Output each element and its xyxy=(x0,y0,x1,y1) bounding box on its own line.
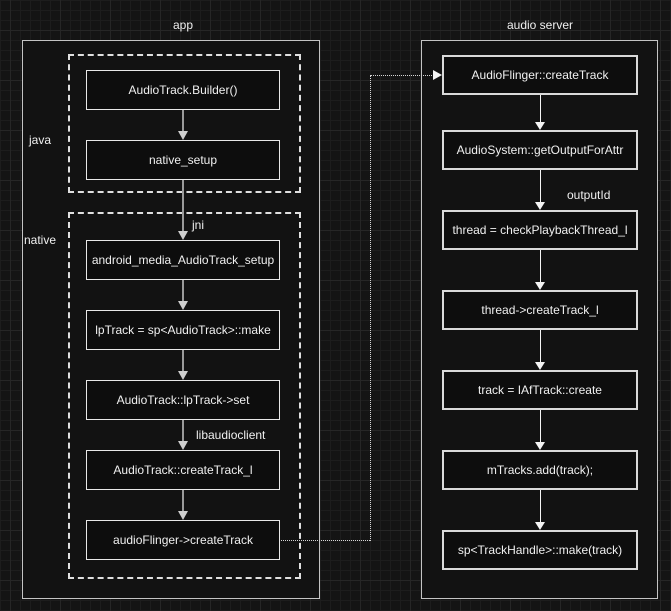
cross-process-connector-segment xyxy=(370,75,434,76)
node-label: AudioTrack::createTrack_l xyxy=(113,463,253,477)
node-label: sp<TrackHandle>::make(track) xyxy=(457,543,623,557)
flow-arrow-shaft xyxy=(182,180,184,231)
node-label: lpTrack = sp<AudioTrack>::make xyxy=(95,323,271,337)
flow-arrow-shaft xyxy=(540,250,541,282)
node-mtracks-add[interactable]: mTracks.add(track); xyxy=(442,450,638,490)
node-lptrack-make[interactable]: lpTrack = sp<AudioTrack>::make xyxy=(86,310,280,350)
node-trackhandle-make[interactable]: sp<TrackHandle>::make(track) xyxy=(442,530,638,570)
app-container-title: app xyxy=(172,18,194,32)
node-android-media-audiotrack-setup[interactable]: android_media_AudioTrack_setup xyxy=(86,240,280,280)
flow-arrow-shaft xyxy=(540,330,541,362)
native-layer-label: native xyxy=(23,233,57,247)
flow-arrow-head-icon xyxy=(535,122,545,130)
node-label: mTracks.add(track); xyxy=(486,463,594,477)
node-label: AudioSystem::getOutputForAttr xyxy=(456,143,624,157)
node-label: thread->createTrack_l xyxy=(481,303,599,317)
flow-arrow-head-icon xyxy=(178,371,188,380)
java-layer-group[interactable] xyxy=(68,54,301,193)
flow-arrow-shaft xyxy=(182,280,184,301)
node-audiotrack-builder[interactable]: AudioTrack.Builder() xyxy=(86,70,280,110)
flow-arrow-head-icon xyxy=(178,511,188,520)
flow-arrow-shaft xyxy=(540,170,541,202)
node-label: android_media_AudioTrack_setup xyxy=(91,253,275,267)
audio-server-container-title: audio server xyxy=(506,18,574,32)
flow-arrow-shaft xyxy=(182,420,184,441)
node-label: AudioTrack.Builder() xyxy=(128,83,238,97)
node-label: track = IAfTrack::create xyxy=(478,383,602,397)
edge-label-jni: jni xyxy=(192,218,205,232)
node-native-setup[interactable]: native_setup xyxy=(86,140,280,180)
node-label: audioFlinger->createTrack xyxy=(113,533,253,547)
flow-arrow-head-icon xyxy=(178,301,188,310)
node-label: native_setup xyxy=(148,153,218,167)
node-audioflinger-createtrack[interactable]: AudioFlinger::createTrack xyxy=(442,55,638,95)
native-layer-group[interactable] xyxy=(68,212,301,579)
flow-arrow-shaft xyxy=(182,490,184,511)
flow-arrow-head-icon xyxy=(535,442,545,450)
node-label: thread = checkPlaybackThread_l xyxy=(452,223,628,237)
flow-arrow-shaft xyxy=(540,95,541,122)
flow-arrow-head-icon xyxy=(535,362,545,370)
node-audiosystem-getoutputforattr[interactable]: AudioSystem::getOutputForAttr xyxy=(442,130,638,170)
flow-arrow-head-icon xyxy=(535,522,545,530)
node-checkplaybackthread[interactable]: thread = checkPlaybackThread_l xyxy=(442,210,638,250)
node-label: AudioTrack::lpTrack->set xyxy=(116,393,250,407)
cross-process-connector-arrowhead-icon xyxy=(433,70,442,80)
cross-process-connector-segment xyxy=(281,540,370,541)
edge-label-libaudioclient: libaudioclient xyxy=(196,428,266,442)
node-thread-createtrack-l[interactable]: thread->createTrack_l xyxy=(442,290,638,330)
flow-arrow-shaft xyxy=(182,110,184,131)
edge-label-outputid: outputId xyxy=(567,188,611,202)
flow-arrow-head-icon xyxy=(178,131,188,140)
node-lptrack-set[interactable]: AudioTrack::lpTrack->set xyxy=(86,380,280,420)
flow-arrow-head-icon xyxy=(535,282,545,290)
node-iaftrack-create[interactable]: track = IAfTrack::create xyxy=(442,370,638,410)
flow-arrow-head-icon xyxy=(178,441,188,450)
java-layer-label: java xyxy=(28,133,52,147)
flow-arrow-head-icon xyxy=(178,231,188,240)
flow-arrow-shaft xyxy=(182,350,184,371)
flow-arrow-head-icon xyxy=(535,202,545,210)
cross-process-connector-segment xyxy=(370,75,371,541)
node-audioflinger-createtrack-call[interactable]: audioFlinger->createTrack xyxy=(86,520,280,560)
flow-arrow-shaft xyxy=(540,490,541,522)
flow-arrow-shaft xyxy=(540,410,541,442)
node-label: AudioFlinger::createTrack xyxy=(471,68,609,82)
node-audiotrack-createtrack-l[interactable]: AudioTrack::createTrack_l xyxy=(86,450,280,490)
